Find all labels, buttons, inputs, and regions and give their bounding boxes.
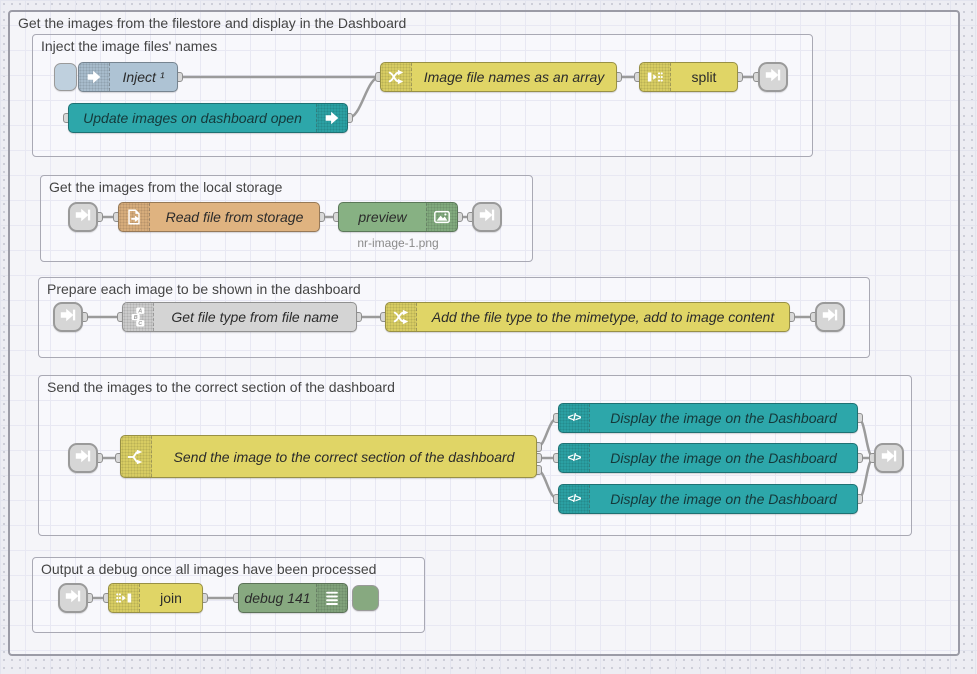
node-label: Display the image on the Dashboard (610, 450, 837, 466)
link-arrow-icon (64, 587, 82, 610)
file-out-icon (119, 203, 150, 231)
node-label: Get file type from file name (171, 309, 339, 325)
shuffle-icon (386, 303, 417, 331)
template-code-icon: </> (559, 485, 590, 513)
node-status: nr-image-1.png (357, 236, 439, 250)
node-split[interactable]: split (639, 62, 738, 92)
node-switch-send[interactable]: Send the image to the correct section of… (120, 435, 537, 478)
node-read-file[interactable]: Read file from storage (118, 202, 320, 232)
node-debug[interactable]: debug 141 (238, 583, 348, 613)
link-arrow-icon (764, 66, 782, 89)
node-label: join (160, 590, 182, 606)
node-add-mimetype[interactable]: Add the file type to the mimetype, add t… (385, 302, 790, 332)
svg-text:C: C (138, 321, 142, 327)
node-preview[interactable]: preview (338, 202, 458, 232)
node-label: Read file from storage (165, 209, 304, 225)
group-outer-label: Get the images from the filestore and di… (18, 15, 407, 31)
node-label: Image file names as an array (423, 69, 605, 85)
node-display-dashboard-3[interactable]: </> Display the image on the Dashboard (558, 484, 858, 514)
arrow-right-icon[interactable] (316, 104, 347, 132)
arrow-right-icon (79, 63, 110, 91)
link-out-node[interactable] (874, 443, 904, 473)
node-label: Send the image to the correct section of… (173, 448, 515, 465)
link-out-node[interactable] (472, 202, 502, 232)
node-display-dashboard-2[interactable]: </> Display the image on the Dashboard (558, 443, 858, 473)
node-get-file-type[interactable]: A B C Get file type from file name (122, 302, 357, 332)
debug-list-icon (316, 584, 347, 612)
group-output-label: Output a debug once all images have been… (41, 561, 377, 577)
debug-toggle-button[interactable] (352, 585, 379, 611)
switch-fork-icon (121, 436, 152, 477)
node-update-images[interactable]: Update images on dashboard open (68, 103, 348, 133)
sort-abc-icon: A B C (123, 303, 154, 331)
node-label: Inject ¹ (122, 69, 165, 85)
link-out-node[interactable] (758, 62, 788, 92)
link-in-node[interactable] (68, 202, 98, 232)
group-prepare-label: Prepare each image to be shown in the da… (47, 281, 361, 297)
group-inject-label: Inject the image files' names (41, 38, 218, 54)
group-inject[interactable]: Inject the image files' names (32, 34, 813, 157)
join-icon (109, 584, 140, 612)
link-arrow-icon (880, 447, 898, 470)
node-label: debug 141 (244, 590, 311, 606)
template-code-icon: </> (559, 404, 590, 432)
wire[interactable] (346, 75, 382, 120)
split-icon (640, 63, 671, 91)
svg-text:A: A (137, 309, 142, 315)
wire[interactable] (856, 416, 876, 460)
node-filenames-change[interactable]: Image file names as an array (380, 62, 617, 92)
image-icon (426, 203, 457, 231)
link-arrow-icon (74, 447, 92, 470)
node-label: Update images on dashboard open (83, 110, 302, 126)
link-arrow-icon (74, 206, 92, 229)
link-arrow-icon (478, 206, 496, 229)
link-arrow-icon (59, 306, 77, 329)
link-in-node[interactable] (53, 302, 83, 332)
link-arrow-icon (821, 306, 839, 329)
node-join[interactable]: join (108, 583, 203, 613)
node-label: Add the file type to the mimetype, add t… (431, 309, 775, 325)
link-out-node[interactable] (815, 302, 845, 332)
group-storage-label: Get the images from the local storage (49, 179, 283, 195)
node-inject[interactable]: Inject ¹ (78, 62, 178, 92)
group-send-label: Send the images to the correct section o… (47, 379, 395, 395)
template-code-icon: </> (559, 444, 590, 472)
svg-text:B: B (134, 315, 138, 321)
node-display-dashboard-1[interactable]: </> Display the image on the Dashboard (558, 403, 858, 433)
inject-button[interactable] (54, 63, 77, 91)
link-in-node[interactable] (68, 443, 98, 473)
shuffle-icon (381, 63, 412, 91)
node-label: Display the image on the Dashboard (610, 410, 837, 426)
link-in-node[interactable] (58, 583, 88, 613)
wire[interactable] (856, 456, 876, 501)
node-label: preview (358, 209, 407, 225)
node-label: Display the image on the Dashboard (610, 491, 837, 507)
node-label: split (691, 69, 717, 85)
